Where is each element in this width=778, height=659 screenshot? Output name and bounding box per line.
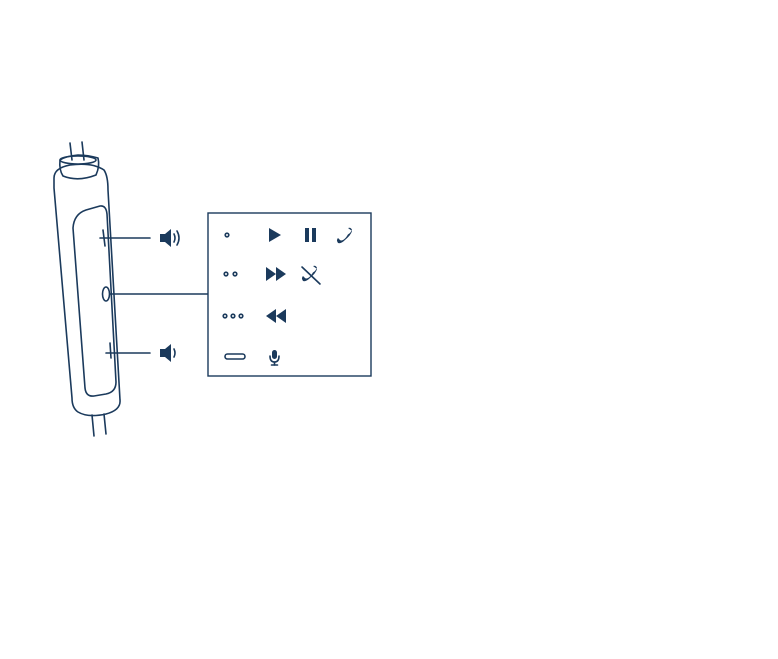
volume-down-button[interactable] bbox=[110, 343, 111, 358]
side-panel bbox=[73, 206, 116, 396]
cable-bottom bbox=[92, 414, 106, 436]
cable-collar bbox=[60, 155, 99, 179]
remote-body bbox=[54, 164, 120, 415]
volume-up-icon bbox=[160, 229, 179, 247]
volume-down-icon bbox=[160, 344, 175, 362]
center-button[interactable] bbox=[103, 287, 110, 301]
cable-collar-top bbox=[60, 156, 96, 164]
headset-remote bbox=[54, 142, 120, 436]
cable-top bbox=[70, 142, 84, 160]
function-legend bbox=[208, 213, 371, 376]
